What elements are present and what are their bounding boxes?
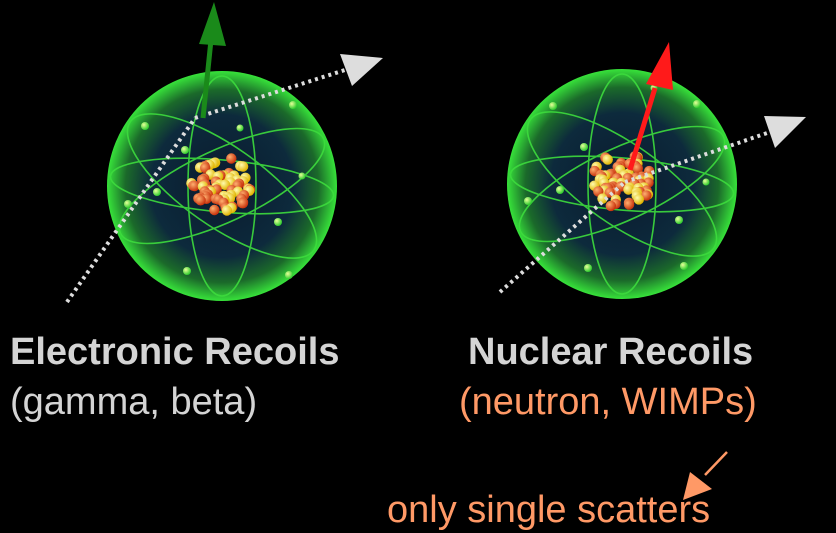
- electron: [298, 172, 306, 180]
- electron: [181, 146, 189, 154]
- nuclear-recoil-arrowhead: [646, 42, 673, 90]
- nucleon: [237, 198, 249, 209]
- electrons: [524, 84, 710, 272]
- nucleon: [632, 163, 643, 174]
- electron: [141, 122, 149, 130]
- nucleon: [633, 194, 644, 205]
- scattered-particle-arrowhead: [764, 116, 806, 148]
- electron-recoil-arrowhead: [199, 2, 226, 46]
- nucleon: [605, 200, 616, 212]
- nucleon: [195, 195, 206, 206]
- nucleon: [237, 161, 249, 172]
- orbit: [109, 157, 335, 215]
- electron-recoil-arrow: [200, 39, 214, 119]
- nucleon: [597, 193, 608, 204]
- note-pointer: [683, 451, 728, 500]
- electron: [549, 102, 557, 110]
- electronic-atom: [65, 2, 383, 304]
- nucleon: [623, 199, 635, 210]
- single-scatter-note: only single scatters: [387, 489, 711, 531]
- nucleon: [221, 205, 233, 216]
- electron: [524, 197, 532, 205]
- electronic-recoils-subtitle: (gamma, beta): [10, 381, 258, 423]
- nuclear-atom: [498, 42, 806, 299]
- incoming-particle-track: [65, 116, 197, 304]
- electron: [236, 124, 244, 132]
- electron: [285, 271, 293, 279]
- electron: [183, 267, 191, 275]
- nucleon: [623, 184, 634, 195]
- scattered-particle-arrowhead: [340, 54, 383, 86]
- nucleon: [189, 180, 200, 192]
- orbit: [518, 125, 726, 243]
- electron: [702, 178, 710, 186]
- electron: [675, 216, 683, 224]
- nuclear-recoil-arrow: [627, 87, 658, 171]
- orbit: [118, 127, 326, 245]
- note-pointer-line: [704, 451, 728, 476]
- electron: [556, 186, 564, 194]
- note-pointer-arrowhead: [683, 472, 712, 500]
- electron: [693, 100, 701, 108]
- electron: [153, 188, 161, 196]
- scattered-particle-track: [194, 68, 346, 120]
- electron-orbits: [509, 73, 735, 295]
- nucleon: [226, 153, 237, 164]
- orbit: [526, 111, 718, 257]
- nucleus: [186, 153, 256, 216]
- electrons: [124, 101, 306, 279]
- nucleon: [209, 204, 220, 216]
- orbit: [509, 155, 735, 213]
- electron: [289, 101, 297, 109]
- orbit: [587, 73, 657, 295]
- electron: [580, 143, 588, 151]
- orbit: [126, 113, 318, 259]
- nuclear-recoils-title: Nuclear Recoils: [468, 331, 754, 373]
- electron: [124, 200, 132, 208]
- electronic-recoils-title: Electronic Recoils: [10, 331, 340, 373]
- electron: [274, 218, 282, 226]
- electron: [680, 262, 688, 270]
- electron: [584, 264, 592, 272]
- nuclear-recoils-subtitle: (neutron, WIMPs): [459, 381, 757, 423]
- nucleon: [602, 154, 613, 165]
- scattered-particle-track: [624, 130, 771, 184]
